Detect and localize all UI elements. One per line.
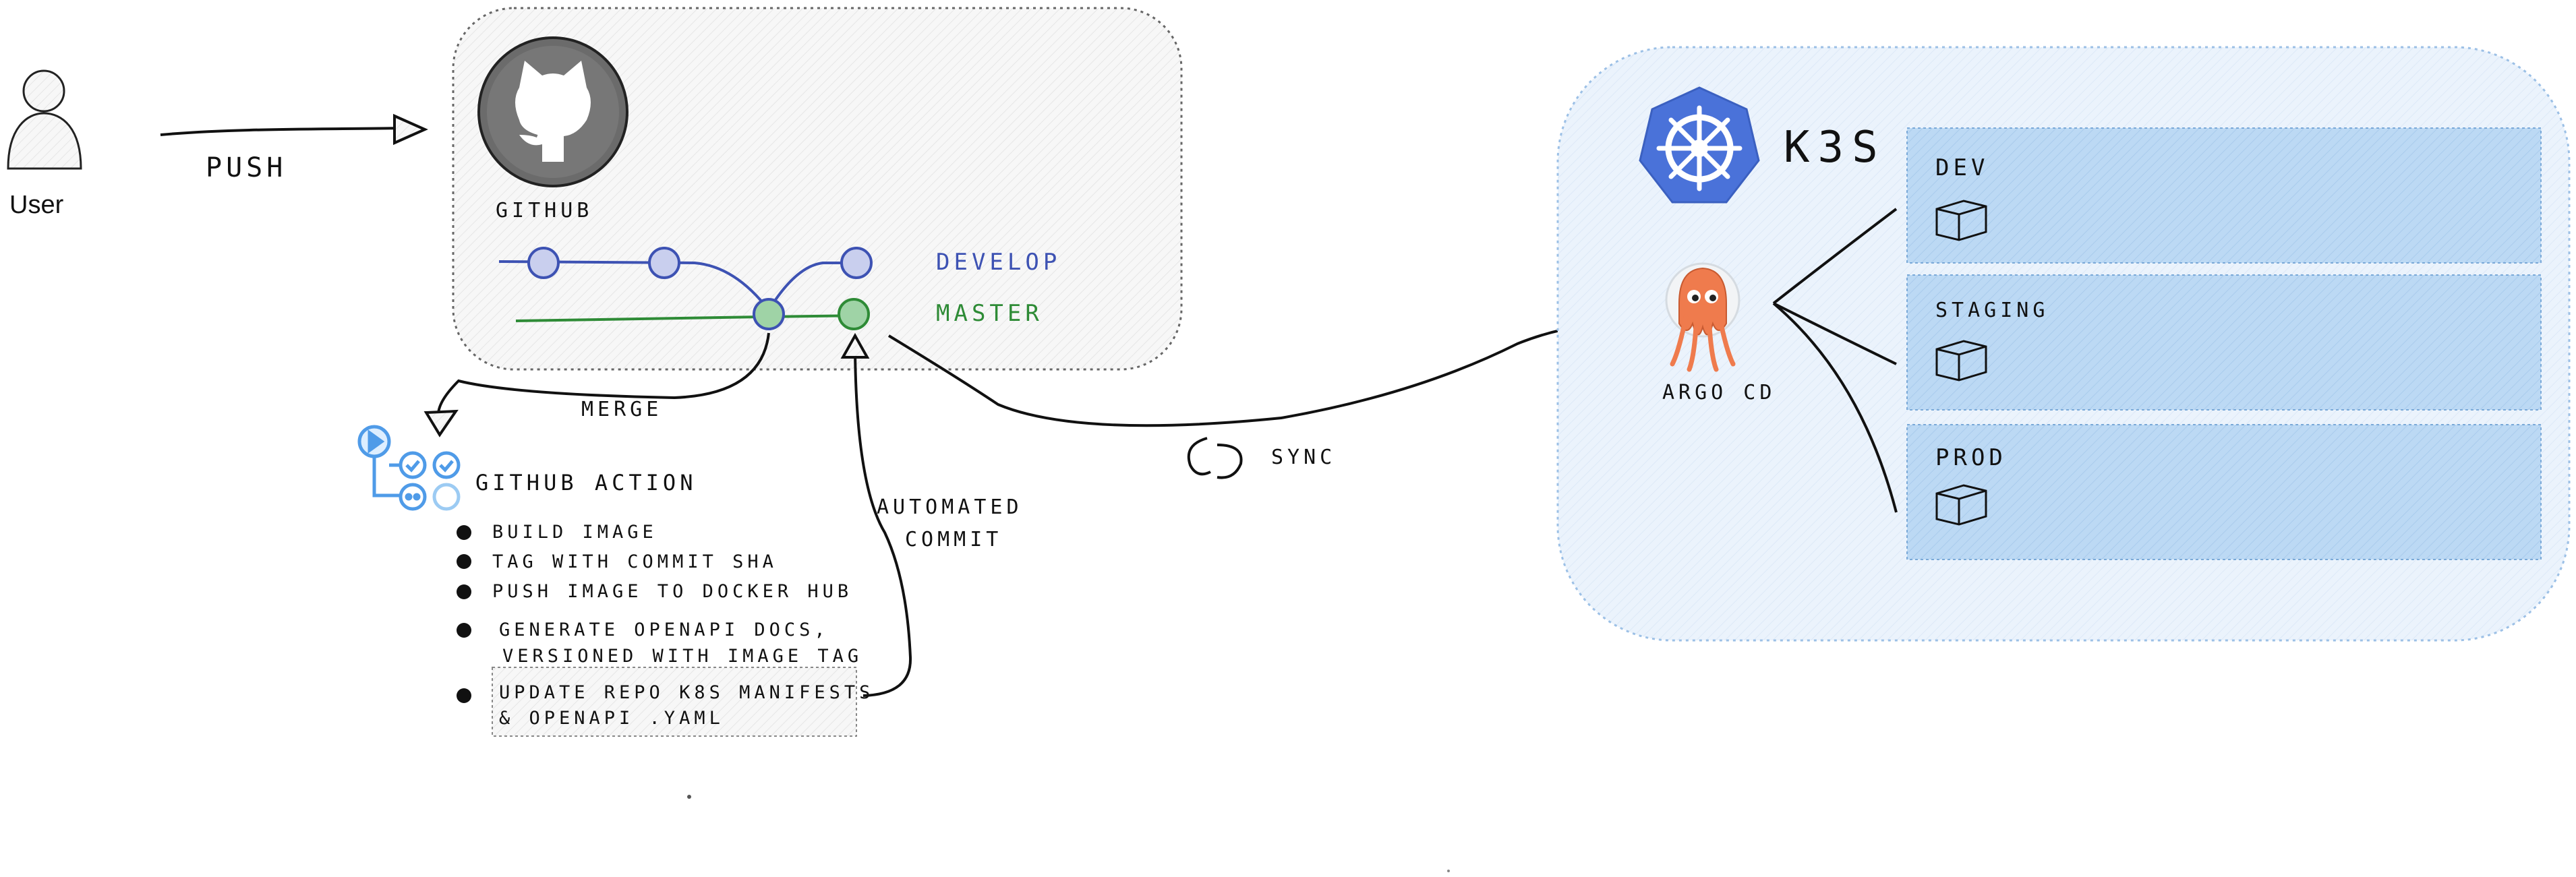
environment-prod: PROD: [1906, 424, 2542, 560]
env-staging-label: STAGING: [1935, 299, 2049, 322]
environment-staging: STAGING: [1906, 274, 2542, 411]
automated-commit-label-line2: COMMIT: [905, 528, 1002, 551]
cube-icon: [1935, 484, 1987, 526]
push-label: PUSH: [206, 152, 287, 183]
step-update-repo-cont: & OPENAPI .YAML: [499, 708, 724, 729]
stray-dot: [1447, 870, 1450, 872]
env-dev-label: DEV: [1935, 154, 1989, 181]
argocd-to-env-lines: [1772, 208, 1898, 513]
env-prod-label: PROD: [1935, 444, 2007, 471]
cube-icon: [1935, 340, 1987, 382]
master-commit-node: [838, 298, 870, 330]
master-merge-commit-node: [753, 298, 785, 330]
user-icon: [7, 69, 82, 170]
develop-commit-node: [527, 247, 560, 279]
merge-label: MERGE: [581, 398, 662, 421]
environment-dev: DEV: [1906, 127, 2542, 264]
master-branch-label: MASTER: [936, 300, 1043, 327]
push-arrow: [160, 113, 428, 146]
step-generate-openapi-docs-cont: VERSIONED WITH IMAGE TAG: [502, 646, 862, 667]
github-action-steps: BUILD IMAGE TAG WITH COMMIT SHA PUSH IMA…: [457, 522, 874, 737]
step-build-image: BUILD IMAGE: [492, 522, 657, 543]
cube-icon: [1935, 200, 1987, 241]
github-action-title: GITHUB ACTION: [475, 470, 697, 495]
develop-commit-node: [840, 247, 873, 279]
github-label: GITHUB: [496, 199, 593, 222]
sync-icon: [1187, 437, 1243, 479]
automated-commit-label-line1: AUTOMATED: [877, 495, 1023, 519]
step-bullet-icon: [457, 525, 471, 703]
step-update-repo-box: [492, 667, 857, 737]
sync-label: SYNC: [1271, 446, 1336, 469]
github-logo-icon: [477, 36, 628, 187]
step-generate-openapi-docs: GENERATE OPENAPI DOCS,: [499, 619, 829, 640]
stray-dot: [687, 795, 691, 799]
step-push-image: PUSH IMAGE TO DOCKER HUB: [492, 581, 852, 602]
develop-branch-label: DEVELOP: [936, 249, 1061, 276]
argocd-logo-icon: [1665, 262, 1740, 372]
k3s-label: K3S: [1784, 123, 1886, 173]
github-container: [452, 7, 1183, 371]
develop-commit-node: [648, 247, 680, 279]
develop-commits: [527, 247, 873, 279]
step-tag-with-commit-sha: TAG WITH COMMIT SHA: [492, 551, 778, 572]
argocd-label: ARGO CD: [1662, 381, 1776, 404]
github-actions-icon: [357, 425, 461, 511]
step-update-repo: UPDATE REPO K8S MANIFESTS: [499, 682, 874, 703]
merge-arrow: [423, 332, 770, 437]
automated-commit-arrow: [840, 332, 912, 697]
user-label: User: [9, 191, 64, 219]
master-commits: [753, 298, 870, 330]
kubernetes-logo-icon: [1639, 86, 1760, 204]
